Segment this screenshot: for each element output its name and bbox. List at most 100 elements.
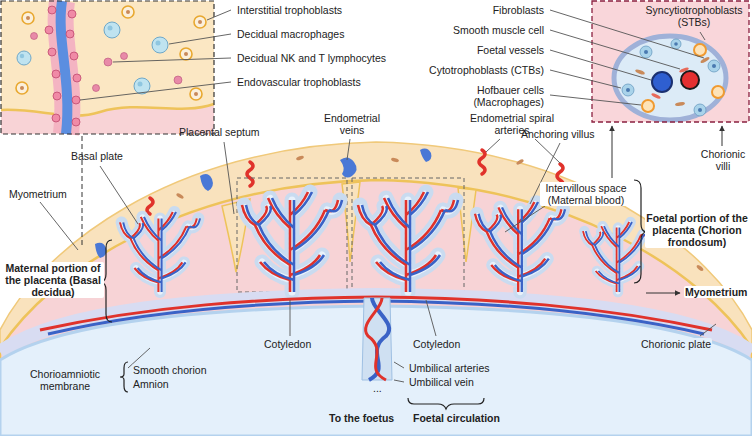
intervillous-space <box>0 180 752 436</box>
villous-trees <box>583 222 653 292</box>
villous-trees <box>475 202 565 292</box>
decidual-cells <box>296 155 305 161</box>
decidual-cells <box>696 264 704 272</box>
decidua-inset <box>20 86 24 90</box>
leader-line <box>550 95 641 105</box>
decidua-inset <box>73 74 81 82</box>
leader-line <box>700 32 705 40</box>
leader-line <box>347 139 350 160</box>
label: Cotyledon <box>412 338 461 350</box>
label: Hofbauer cells (Macrophages) <box>451 84 545 108</box>
cotyledon-frame <box>352 178 464 292</box>
myometrium-layer <box>0 142 752 436</box>
decidua-inset <box>190 88 202 100</box>
leader-line <box>100 166 138 224</box>
spiral-arteries <box>147 198 153 214</box>
label: Chorioamniotic membrane <box>22 368 108 392</box>
villus-inset <box>642 44 724 112</box>
villus-inset <box>614 36 726 120</box>
villous-trees <box>120 192 653 292</box>
villus-inset <box>694 104 706 116</box>
umbilical-cord <box>362 298 392 380</box>
label: Maternal portion of the placenta (Basal … <box>2 262 104 298</box>
decidua-inset <box>48 6 56 14</box>
leader-line <box>40 10 716 382</box>
label: Foetal circulation <box>412 412 501 424</box>
decidua-inset <box>61 1 68 134</box>
villous-trees <box>120 212 200 292</box>
label: Chorionic villi <box>697 148 749 172</box>
decidua-inset <box>126 10 130 14</box>
bracket <box>120 362 128 392</box>
cotyledon-frame <box>237 178 464 292</box>
decidua-inset <box>108 26 113 31</box>
decidua-inset <box>1 1 214 246</box>
villus-inset <box>622 84 634 96</box>
placental-septa <box>342 182 360 262</box>
endometrial-veins <box>420 149 431 162</box>
villus-inset <box>671 39 681 49</box>
decidua-inset <box>31 33 38 40</box>
label: Chorionic plate <box>640 338 712 350</box>
label: Anchoring villus <box>520 128 596 140</box>
decidua-inset <box>198 20 202 24</box>
decidual-cells <box>516 158 525 165</box>
villus-inset <box>592 1 749 122</box>
label: Decidual macrophages <box>236 28 345 40</box>
decidua-inset <box>16 6 206 100</box>
spiral-arteries <box>247 162 253 186</box>
label: Umbilical arteries <box>408 362 491 374</box>
decidua-inset <box>68 10 76 18</box>
umbilical-cord <box>362 298 392 380</box>
arrow <box>646 293 680 294</box>
decidua-inset <box>174 76 182 84</box>
label: Umbilical vein <box>408 376 475 388</box>
leader-line <box>550 30 680 69</box>
label: Smooth muscle cell <box>452 24 545 36</box>
decidua-inset <box>1 104 214 116</box>
villus-inset <box>592 1 749 122</box>
leader-line <box>550 70 621 88</box>
decidua-inset <box>61 1 68 134</box>
label: Amnion <box>132 378 170 390</box>
decidua-inset <box>16 82 28 94</box>
decidua-inset <box>70 52 78 60</box>
decidua-inset <box>93 85 100 92</box>
label: Basal plate <box>70 150 124 162</box>
endometrial-veins <box>340 157 357 177</box>
villus-inset <box>652 72 672 92</box>
leader-line <box>505 206 545 232</box>
decidua-inset <box>156 41 161 46</box>
leader-line <box>40 202 78 250</box>
leader-line <box>207 10 231 20</box>
decidua-inset <box>104 58 112 66</box>
label: Syncytiotrophoblasts (STBs) <box>640 4 748 28</box>
villous-trees <box>358 192 458 292</box>
leader-line <box>550 50 651 80</box>
decidua-inset <box>45 26 53 34</box>
decidua-inset <box>180 48 192 60</box>
leader-line <box>394 362 404 368</box>
decidua-inset <box>20 26 161 87</box>
endometrial-veins <box>200 174 213 191</box>
villus-inset <box>635 69 646 76</box>
villus-inset <box>642 100 654 112</box>
label: Smooth chorion <box>132 364 208 376</box>
label: ... <box>372 382 383 394</box>
spiral-arteries <box>479 150 485 174</box>
decidua-inset <box>194 16 206 28</box>
decidua-inset <box>152 37 168 53</box>
label: Decidual NK and T lymphocytes <box>236 52 387 64</box>
decidua-inset <box>184 52 188 56</box>
villus-inset <box>626 88 630 92</box>
label: Intervillous space (Maternal blood) <box>540 182 632 206</box>
villous-trees <box>242 192 342 292</box>
decidual-cells <box>391 157 400 163</box>
decidua-inset <box>194 92 198 96</box>
decidua-inset <box>22 12 34 24</box>
villus-inset <box>681 71 699 89</box>
decidua-inset <box>20 10 202 96</box>
umbilical-cord <box>366 298 386 380</box>
arrow <box>722 126 723 146</box>
